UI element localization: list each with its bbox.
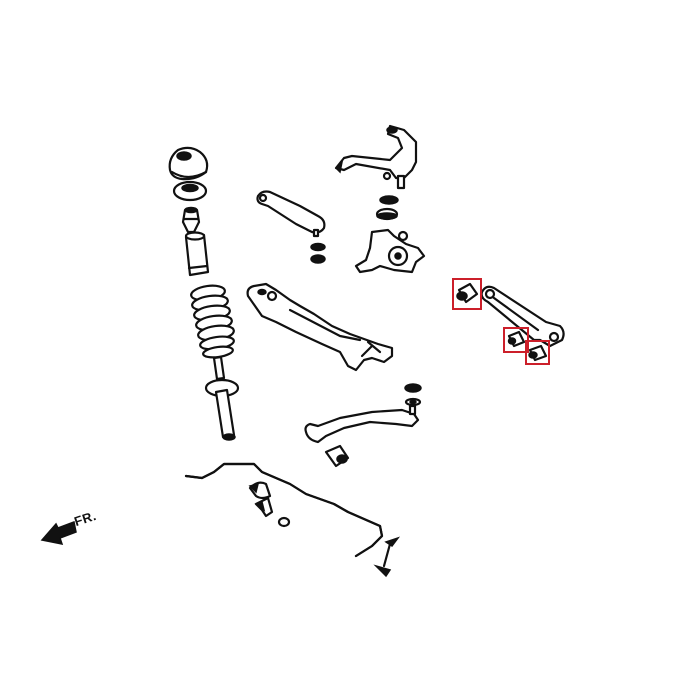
dust-boot — [184, 231, 210, 277]
link-bushings — [310, 242, 326, 264]
upper-control-arm — [334, 124, 418, 190]
trailing-arm-bushing — [324, 444, 350, 468]
sway-bar-nut — [277, 516, 291, 528]
front-direction-arrow-icon — [40, 520, 77, 545]
trailing-arm — [304, 404, 420, 444]
strut-mount — [168, 146, 209, 181]
lateral-link-bushing-1 — [456, 282, 479, 304]
bump-stop — [181, 206, 201, 234]
subframe — [246, 282, 394, 372]
lateral-link-bushing-3 — [528, 344, 548, 362]
knuckle — [354, 228, 426, 274]
bushing-highlight-1 — [452, 278, 482, 310]
sway-bar-bushing — [248, 481, 272, 500]
upper-arm-bushings — [375, 195, 399, 221]
sway-bar — [184, 462, 384, 558]
sway-bar-bracket — [254, 496, 274, 518]
front-upper-link — [256, 190, 326, 238]
coil-spring — [190, 284, 235, 359]
lateral-link-bushing-2 — [507, 330, 526, 348]
spring-seat — [172, 180, 208, 202]
lateral-link — [480, 285, 565, 348]
bushing-highlight-3 — [525, 340, 550, 365]
trailing-arm-bushings-top — [404, 383, 422, 407]
shock-absorber — [204, 355, 240, 441]
sway-bar-end-link — [373, 536, 401, 578]
